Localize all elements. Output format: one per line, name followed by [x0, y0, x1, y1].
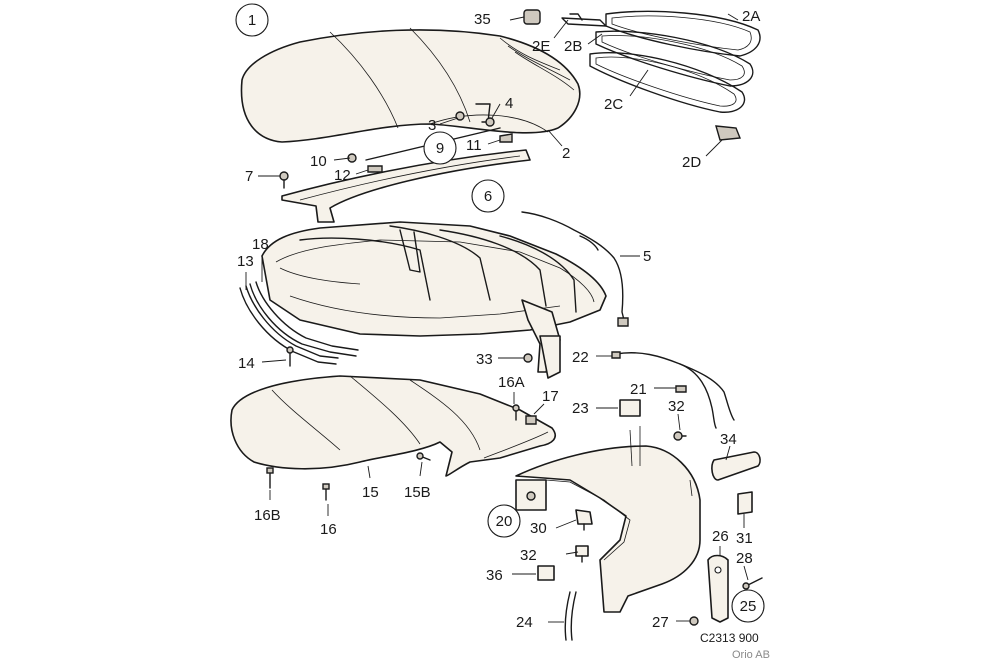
callout-11: 11: [466, 137, 482, 154]
pipe-34: [711, 451, 761, 481]
callout-2d: 2D: [682, 154, 701, 171]
callout-16: 16: [320, 521, 337, 538]
soft-top-canvas: [240, 27, 581, 143]
callout-15: 15: [362, 484, 379, 501]
callout-10: 10: [310, 153, 327, 170]
callout-36: 36: [486, 567, 503, 584]
callout-33: 33: [476, 351, 493, 368]
side-seal-13: [239, 285, 339, 365]
hose-24: [564, 591, 577, 641]
callout-18: 18: [252, 236, 269, 253]
stud-15b: [416, 452, 431, 461]
callout-ring-1: [235, 3, 269, 37]
stud-16b: [266, 467, 274, 489]
callout-17: 17: [542, 388, 559, 405]
rear-window-seal-2b: [595, 30, 754, 87]
washer-27: [689, 616, 699, 626]
rear-compartment-20: [515, 426, 701, 613]
callout-35: 35: [474, 11, 491, 28]
stop-30: [575, 509, 593, 531]
bracket-2e: [561, 13, 607, 27]
callout-26: 26: [712, 528, 729, 545]
front-bow-strip-6: [281, 149, 531, 223]
callout-34: 34: [720, 431, 737, 448]
callout-24: 24: [516, 614, 533, 631]
sleeve-35: [523, 9, 541, 25]
hinge-26: [707, 554, 729, 623]
callout-ring-25: [731, 589, 765, 623]
top-frame-assembly: [261, 221, 607, 379]
callout-2a: 2A: [742, 8, 760, 25]
callout-23: 23: [572, 400, 589, 417]
callout-13: 13: [237, 253, 254, 270]
callout-9: 9: [436, 140, 444, 157]
callout-12: 12: [334, 167, 351, 184]
callout-27: 27: [652, 614, 669, 631]
stud-16: [322, 483, 330, 501]
callout-3: 3: [428, 117, 436, 134]
fastener-16a: [512, 404, 520, 421]
bolt-32-upper: [673, 431, 687, 441]
connector-21: [675, 385, 687, 393]
callout-32-lower: 32: [520, 547, 537, 564]
seal-clip-2d: [715, 125, 741, 141]
callout-5: 5: [643, 248, 651, 265]
callout-4: 4: [505, 95, 513, 112]
publisher-label: Orio AB: [732, 649, 770, 661]
side-seal-18: [249, 281, 359, 357]
callout-14: 14: [238, 355, 255, 372]
clip-17: [525, 415, 537, 425]
callout-21: 21: [630, 381, 647, 398]
clip-31: [737, 491, 753, 515]
callout-1: 1: [248, 12, 256, 29]
screw-14: [286, 346, 294, 367]
drawing-number: C2313 900: [700, 631, 759, 645]
callout-6: 6: [484, 188, 492, 205]
bush-36: [537, 565, 555, 581]
wiring-harness-5: [521, 211, 629, 327]
callout-32-upper: 32: [668, 398, 685, 415]
callout-22: 22: [572, 349, 589, 366]
rear-window-seal-2a: [605, 10, 761, 57]
callout-30: 30: [530, 520, 547, 537]
callout-ring-9: [423, 131, 457, 165]
callout-2b: 2B: [564, 38, 582, 55]
callout-16b: 16B: [254, 507, 281, 524]
callout-31: 31: [736, 530, 753, 547]
leader-lines: [245, 13, 749, 623]
callout-16a: 16A: [498, 374, 525, 391]
module-23: [619, 399, 641, 417]
tonneau-cover-15: [230, 375, 556, 477]
callout-7: 7: [245, 168, 253, 185]
callout-2c: 2C: [604, 96, 623, 113]
screw-7: [279, 171, 289, 189]
callout-15b: 15B: [404, 484, 431, 501]
bolt-33: [523, 353, 533, 363]
callout-28: 28: [736, 550, 753, 567]
callout-ring-20: [487, 504, 521, 538]
callout-25: 25: [740, 598, 757, 615]
callout-2e: 2E: [532, 38, 550, 55]
callout-labels: 1 35 2E 2B 2A 2C 2D 2 3 4 9 11 10 12 7 6…: [237, 8, 760, 631]
bolt-32-lower: [575, 545, 589, 563]
callout-2: 2: [562, 145, 570, 162]
callout-20: 20: [496, 513, 513, 530]
bolt-28: [742, 577, 763, 590]
callout-ring-6: [471, 179, 505, 213]
